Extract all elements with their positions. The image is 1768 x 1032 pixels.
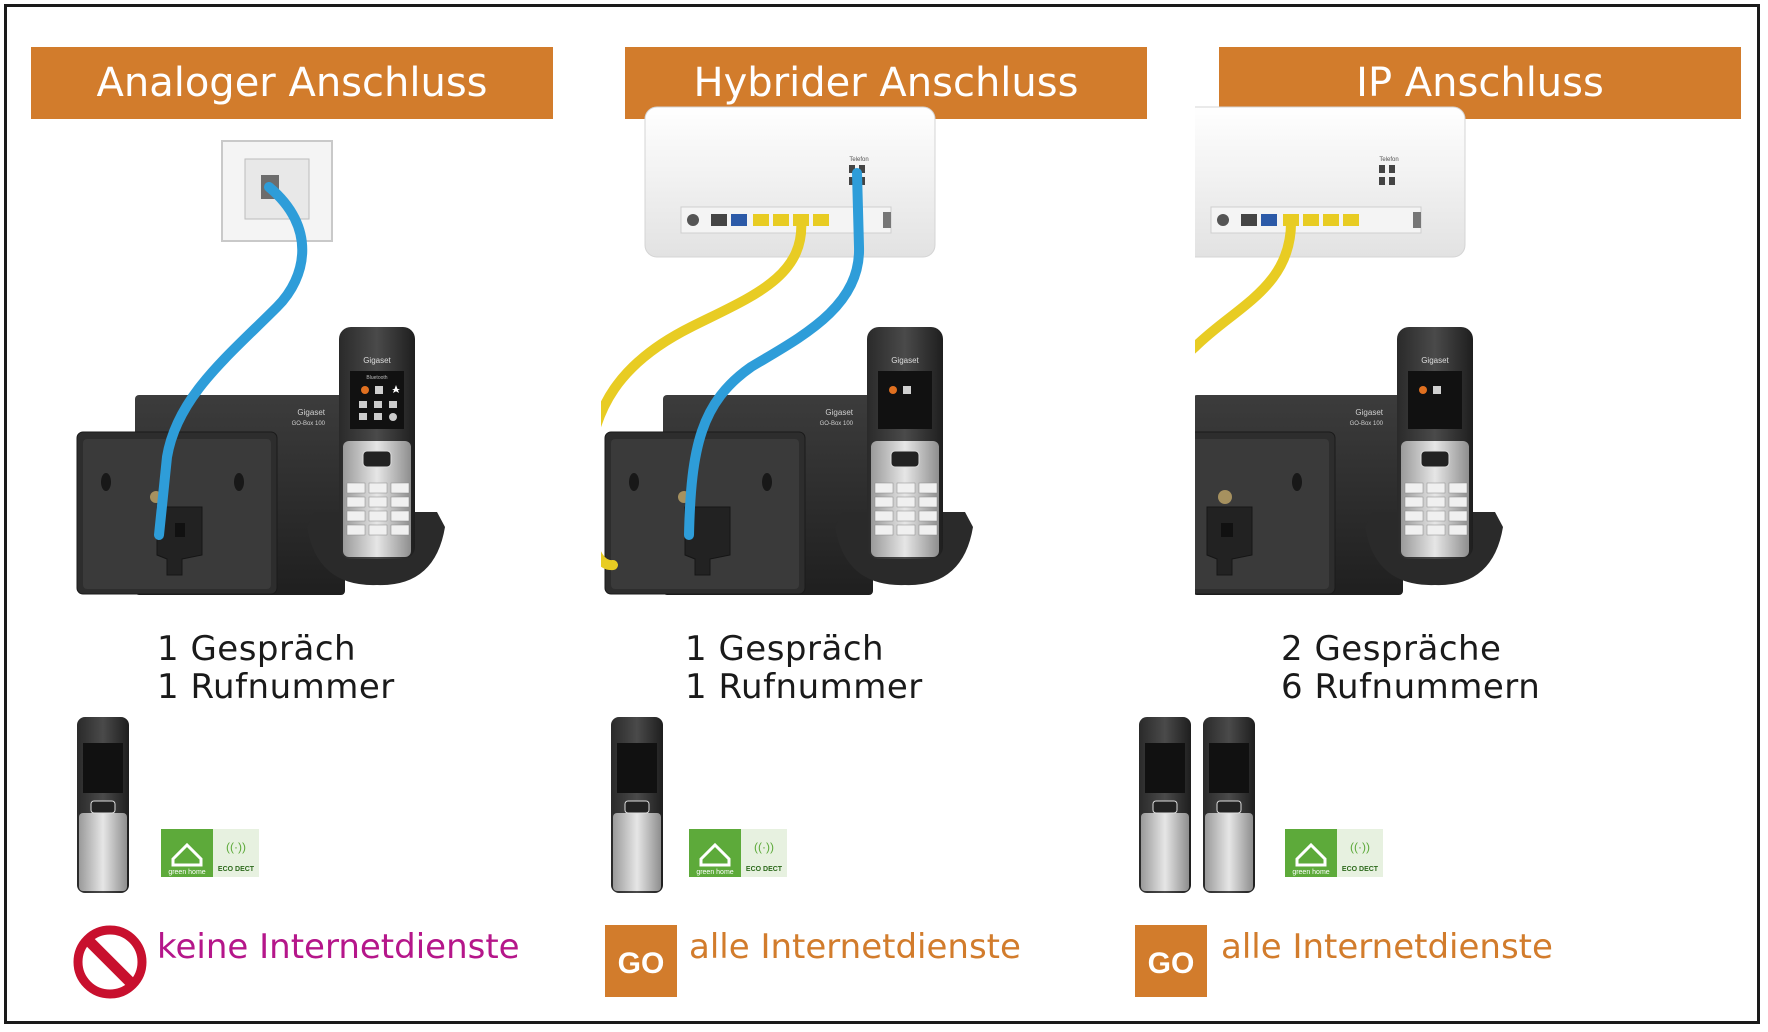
- svg-text:Gigaset: Gigaset: [891, 356, 919, 365]
- internet-status: alle Internetdienste: [1221, 927, 1553, 967]
- handset-in-cradle: Gigaset Bluetooth: [307, 327, 445, 586]
- go-icon: GO: [1135, 925, 1207, 997]
- svg-text:ECO DECT: ECO DECT: [746, 866, 783, 873]
- lan-cable-yellow: [1195, 214, 1297, 354]
- svg-text:Bluetooth: Bluetooth: [366, 375, 387, 381]
- handset-icon: [77, 717, 129, 893]
- hybrid-scene: Telefon Gigaset GO-Box 100 Gigaset: [601, 106, 973, 595]
- handset-icon: [1139, 717, 1191, 893]
- handset-icon: [611, 717, 663, 893]
- svg-text:green home: green home: [1292, 869, 1329, 876]
- svg-text:GO-Box 100: GO-Box 100: [1350, 421, 1384, 427]
- svg-text:Telefon: Telefon: [849, 157, 868, 163]
- numbers-count: 6 Rufnummern: [1281, 667, 1541, 707]
- no-entry-icon: [73, 925, 147, 999]
- svg-text:Gigaset: Gigaset: [1421, 356, 1449, 365]
- handset-icon: [1203, 717, 1255, 893]
- svg-text:green home: green home: [168, 869, 205, 876]
- handset-in-cradle: Gigaset: [1365, 327, 1503, 586]
- green-home-badge: green home: [1285, 829, 1337, 877]
- calls-count: 1 Gespräch: [157, 629, 357, 669]
- internet-status: keine Internetdienste: [157, 927, 520, 967]
- internet-status: alle Internetdienste: [689, 927, 1021, 967]
- svg-text:Telefon: Telefon: [1379, 157, 1398, 163]
- go-icon: GO: [605, 925, 677, 997]
- telephone-cable-blue: [154, 182, 308, 540]
- svg-text:Gigaset: Gigaset: [363, 356, 391, 365]
- wall-socket-icon: [221, 140, 333, 242]
- eco-dect-badge: ((·)) ECO DECT: [741, 829, 793, 877]
- calls-count: 1 Gespräch: [685, 629, 885, 669]
- svg-text:Gigaset: Gigaset: [297, 408, 325, 417]
- eco-dect-badge: ((·)) ECO DECT: [213, 829, 265, 877]
- panel-analog: Analoger Anschluss Gigaset GO-Box 100: [7, 7, 593, 1027]
- router-icon: Telefon: [1195, 106, 1466, 258]
- panel-title: Analoger Anschluss: [31, 47, 553, 119]
- charger-base: [604, 431, 806, 595]
- svg-text:((·)): ((·)): [1350, 840, 1370, 854]
- handset-in-cradle: Gigaset: [835, 327, 973, 586]
- svg-text:ECO DECT: ECO DECT: [218, 866, 255, 873]
- lan-cable-yellow: [601, 214, 807, 570]
- svg-text:((·)): ((·)): [754, 840, 774, 854]
- router-icon: Telefon: [644, 106, 936, 258]
- green-home-badge: green home: [161, 829, 213, 877]
- eco-dect-badge: ((·)) ECO DECT: [1337, 829, 1389, 877]
- svg-text:GO: GO: [1148, 947, 1195, 980]
- svg-text:GO-Box 100: GO-Box 100: [820, 421, 854, 427]
- analog-scene: Gigaset GO-Box 100 Gigaset Bluetoot: [76, 140, 445, 595]
- panel-ip: IP Anschluss Telefon Gigaset GO-Box 100: [1135, 7, 1768, 1027]
- panel-title: IP Anschluss: [1219, 47, 1741, 119]
- svg-text:GO: GO: [618, 947, 665, 980]
- svg-text:((·)): ((·)): [226, 840, 246, 854]
- numbers-count: 1 Rufnummer: [685, 667, 923, 707]
- numbers-count: 1 Rufnummer: [157, 667, 395, 707]
- charger-base: [1195, 431, 1336, 595]
- calls-count: 2 Gespräche: [1281, 629, 1502, 669]
- svg-text:Gigaset: Gigaset: [825, 408, 853, 417]
- ip-scene: Telefon Gigaset GO-Box 100: [1195, 106, 1503, 595]
- svg-text:green home: green home: [696, 869, 733, 876]
- green-home-badge: green home: [689, 829, 741, 877]
- telephone-cable-blue: [684, 168, 865, 540]
- panel-hybrid: Hybrider Anschluss Telefon Gigaset GO-Bo…: [601, 7, 1187, 1027]
- svg-text:Gigaset: Gigaset: [1355, 408, 1383, 417]
- diagram-frame: Analoger Anschluss Gigaset GO-Box 100: [4, 4, 1760, 1024]
- svg-text:GO-Box 100: GO-Box 100: [292, 421, 326, 427]
- svg-text:ECO DECT: ECO DECT: [1342, 866, 1379, 873]
- charger-base: [76, 431, 278, 595]
